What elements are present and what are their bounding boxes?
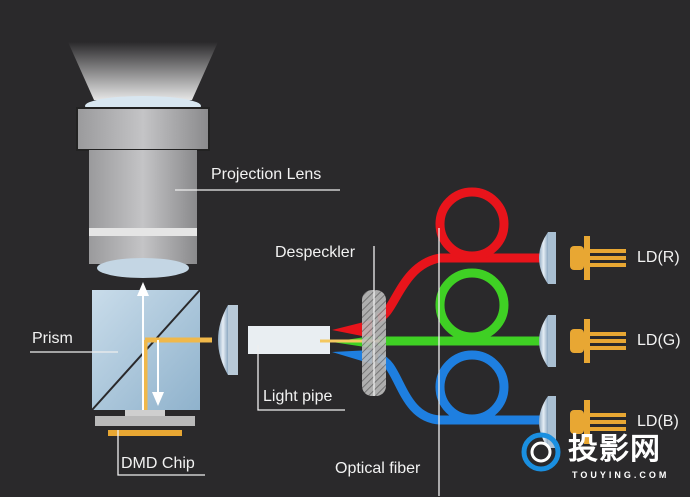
- label-prism: Prism: [32, 330, 73, 347]
- label-ld-b: LD(B): [637, 413, 679, 430]
- watermark: 投影网 TOUYING.COM: [522, 432, 682, 484]
- dmd-chip: [95, 410, 195, 436]
- light-cone: [68, 42, 218, 100]
- label-dmd-chip: DMD Chip: [121, 455, 195, 472]
- light-pipe: [248, 326, 330, 354]
- label-light-pipe: Light pipe: [263, 388, 333, 405]
- optical-fibers: [376, 187, 550, 425]
- projection-lens: [76, 96, 210, 278]
- laser-diodes: [539, 232, 626, 448]
- label-projection-lens: Projection Lens: [211, 166, 322, 183]
- condenser-lens: [218, 305, 238, 375]
- label-ld-r: LD(R): [637, 249, 680, 266]
- label-despeckler: Despeckler: [275, 244, 356, 261]
- leader-lines: [30, 189, 440, 496]
- watermark-cn: 投影网: [568, 433, 661, 466]
- label-ld-g: LD(G): [637, 332, 681, 349]
- watermark-en: TOUYING.COM: [572, 470, 670, 480]
- watermark-logo-icon: [521, 432, 561, 472]
- label-optical-fiber: Optical fiber: [335, 460, 421, 477]
